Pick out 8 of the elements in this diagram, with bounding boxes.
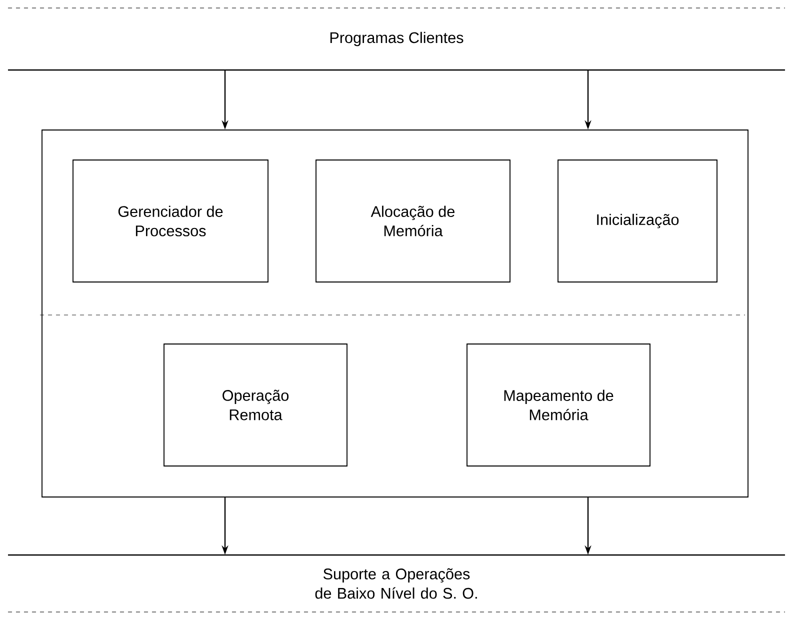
module-box: Operação Remota <box>164 344 348 466</box>
module-box: Inicialização <box>558 160 718 282</box>
layer-band: Programas Clientes <box>8 8 786 71</box>
module-box: Mapeamento de Memória <box>466 344 650 466</box>
module-box: Gerenciador de Processos <box>72 160 268 282</box>
layer-band: Suporte a Operações de Baixo Nível do S. O. <box>8 554 786 612</box>
container-box <box>42 130 748 498</box>
module-box: Alocação de Memória <box>316 160 510 282</box>
